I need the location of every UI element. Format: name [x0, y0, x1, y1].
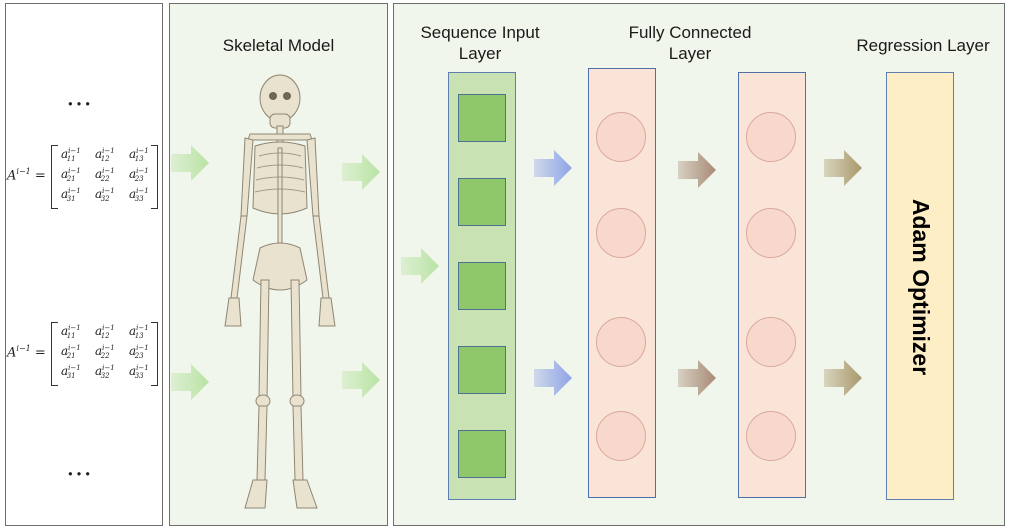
matrix-entry: ai−132	[95, 187, 110, 203]
fully-connected-layer-1	[588, 68, 656, 498]
matrix-entry: ai−113	[129, 147, 144, 163]
neuron	[746, 112, 796, 162]
matrix-entry: ai−133	[129, 187, 144, 203]
matrix-entry: ai−112	[95, 324, 110, 340]
right-arrow-icon	[342, 152, 382, 192]
fully-connected-label-line1: Fully Connected	[605, 22, 775, 43]
matrix-lhs: Ai−1 =	[7, 167, 46, 183]
neuron	[746, 317, 796, 367]
input-unit	[458, 430, 506, 478]
matrix-entry: ai−123	[129, 344, 144, 360]
matrix-entry: ai−131	[61, 187, 76, 203]
matrix-entry: ai−111	[61, 147, 76, 163]
matrix-entry: ai−121	[61, 344, 76, 360]
neuron	[596, 317, 646, 367]
sequence-input-label-line2: Layer	[395, 43, 565, 64]
right-arrow-icon	[534, 358, 574, 398]
matrix-entry: ai−122	[95, 344, 110, 360]
adam-optimizer-label: Adam Optimizer	[887, 73, 955, 501]
right-arrow-icon	[678, 358, 718, 398]
fully-connected-label-line2: Layer	[605, 43, 775, 64]
matrix-entry: ai−123	[129, 167, 144, 183]
sequence-input-label: Sequence Input Layer	[395, 22, 565, 64]
right-arrow-icon	[401, 246, 441, 286]
ellipsis-top: …	[66, 82, 94, 112]
right-arrow-icon	[678, 150, 718, 190]
matrix-entry: ai−132	[95, 364, 110, 380]
matrix-bracket-right	[151, 145, 158, 209]
right-arrow-icon	[534, 148, 574, 188]
matrix-entry: ai−112	[95, 147, 110, 163]
fully-connected-label: Fully Connected Layer	[605, 22, 775, 64]
matrix-bottom: Ai−1 = ai−111 ai−112 ai−113 ai−121 ai−122 ai−1…	[7, 322, 163, 384]
input-unit	[458, 346, 506, 394]
matrix-top: Ai−1 = ai−111 ai−112 ai−113 ai−121 ai−122 ai−1…	[7, 145, 163, 207]
input-unit	[458, 262, 506, 310]
right-arrow-icon	[824, 148, 864, 188]
input-unit	[458, 178, 506, 226]
regression-layer-label: Regression Layer	[838, 35, 1008, 56]
matrix-entry: ai−122	[95, 167, 110, 183]
matrix-entry: ai−121	[61, 167, 76, 183]
right-arrow-icon	[824, 358, 864, 398]
sequence-input-label-line1: Sequence Input	[395, 22, 565, 43]
matrix-bracket-left	[51, 322, 58, 386]
matrix-entry: ai−111	[61, 324, 76, 340]
ellipsis-bottom: …	[66, 452, 94, 482]
regression-layer: Adam Optimizer	[886, 72, 954, 500]
neuron	[746, 208, 796, 258]
skeleton-icon	[215, 68, 345, 518]
matrix-lhs: Ai−1 =	[7, 344, 46, 360]
matrix-bracket-right	[151, 322, 158, 386]
right-arrow-icon	[171, 362, 211, 402]
neuron	[596, 411, 646, 461]
neuron	[596, 112, 646, 162]
right-arrow-icon	[171, 143, 211, 183]
sequence-input-layer	[448, 72, 516, 500]
fully-connected-layer-2	[738, 72, 806, 498]
matrix-bracket-left	[51, 145, 58, 209]
skeletal-model-label: Skeletal Model	[170, 35, 387, 56]
matrix-entry: ai−131	[61, 364, 76, 380]
neuron	[596, 208, 646, 258]
input-unit	[458, 94, 506, 142]
right-arrow-icon	[342, 360, 382, 400]
matrix-entry: ai−133	[129, 364, 144, 380]
neuron	[746, 411, 796, 461]
matrix-entry: ai−113	[129, 324, 144, 340]
